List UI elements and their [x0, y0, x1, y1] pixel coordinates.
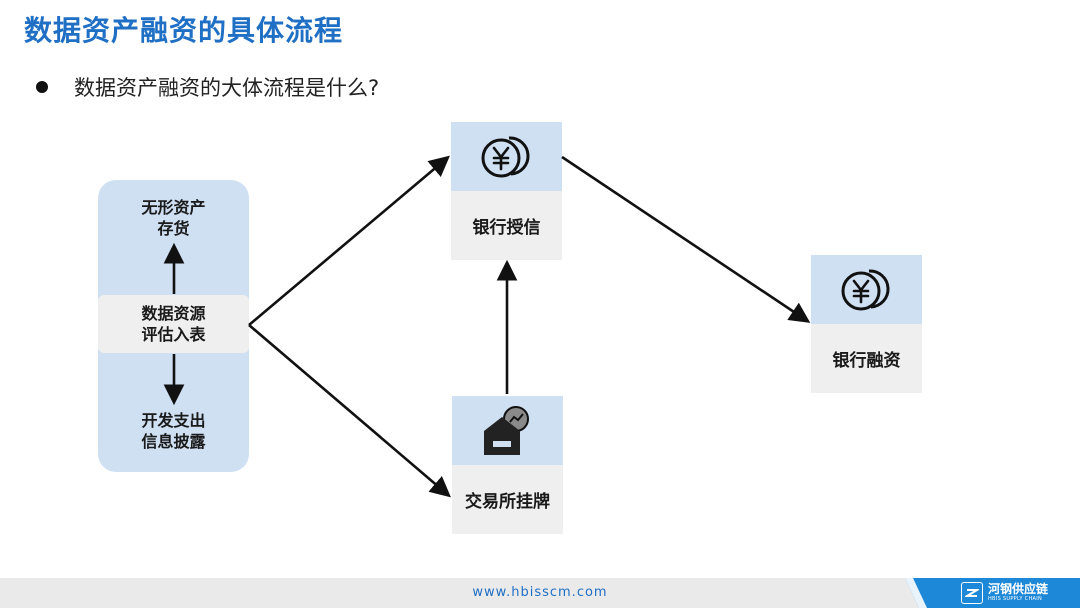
footer-url[interactable]: www.hbisscm.com: [472, 585, 608, 600]
bottom-label-line1: 开发支出: [141, 411, 206, 430]
bottom-label: 开发支出 信息披露: [98, 410, 249, 452]
footer-logo-banner: [905, 578, 1080, 608]
top-label-line2: 存货: [157, 219, 190, 238]
page-title: 数据资产融资的具体流程: [24, 14, 344, 47]
arrow-credit-to-financing: [561, 155, 811, 323]
exchange-listing-node: 交易所挂牌: [452, 396, 563, 534]
logo-cn-text: 河钢供应链: [988, 582, 1049, 596]
mid-label-line1: 数据资源: [141, 304, 206, 323]
yen-coins-icon: [451, 122, 562, 191]
footer-bar: [0, 578, 1080, 608]
bullet-text: 数据资产融资的大体流程是什么?: [74, 76, 380, 100]
exchange-house-icon: [452, 396, 563, 465]
bank-credit-node: 银行授信: [451, 122, 562, 260]
bank-financing-label: 银行融资: [811, 324, 922, 393]
logo-en-text: HBIS SUPPLY CHAIN: [988, 596, 1043, 602]
logo-mark-icon: [961, 582, 983, 604]
mid-label-line2: 评估入表: [141, 325, 206, 344]
bullet-dot: [36, 81, 48, 93]
yen-coins-icon: [811, 255, 922, 324]
top-label: 无形资产 存货: [98, 197, 249, 239]
bottom-label-line2: 信息披露: [141, 432, 206, 451]
top-label-line1: 无形资产: [141, 198, 206, 217]
mid-label: 数据资源 评估入表: [98, 303, 249, 345]
bank-financing-node: 银行融资: [811, 255, 922, 393]
arrow-to-bank-credit: [248, 155, 450, 326]
evaluation-box: 数据资源 评估入表: [98, 295, 249, 353]
exchange-listing-label: 交易所挂牌: [452, 465, 563, 534]
arrow-to-exchange: [248, 324, 451, 498]
bank-credit-label: 银行授信: [451, 191, 562, 260]
bullet-item: 数据资产融资的大体流程是什么?: [36, 72, 379, 102]
company-logo: 河钢供应链 HBIS SUPPLY CHAIN: [961, 582, 1048, 604]
